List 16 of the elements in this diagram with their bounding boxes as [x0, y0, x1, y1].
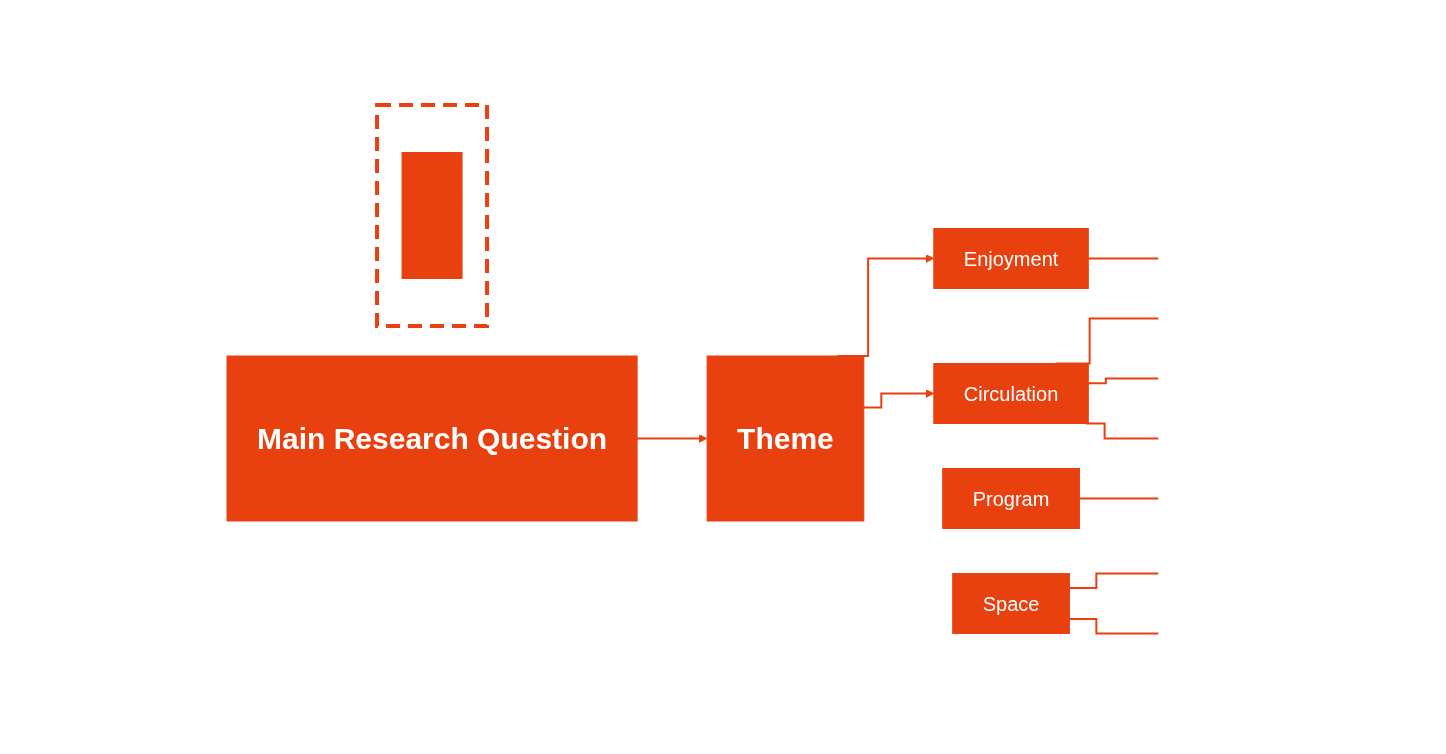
- connector: [1087, 257, 1160, 260]
- node-box: Circulation: [933, 363, 1090, 425]
- connector: [1087, 377, 1160, 385]
- arrow: [863, 389, 935, 409]
- node-box: Main Research Question: [226, 355, 638, 522]
- connector: [1085, 422, 1160, 440]
- arrow: [636, 434, 708, 444]
- connector: [1078, 497, 1160, 500]
- cluster: [375, 103, 490, 329]
- connector: [1068, 618, 1160, 635]
- node-box: Theme: [706, 355, 865, 522]
- connector: [1068, 572, 1160, 590]
- node-box: Space: [952, 573, 1071, 635]
- node-box: Enjoyment: [933, 228, 1090, 290]
- node-box: Program: [942, 468, 1081, 530]
- node-bar: [401, 152, 463, 280]
